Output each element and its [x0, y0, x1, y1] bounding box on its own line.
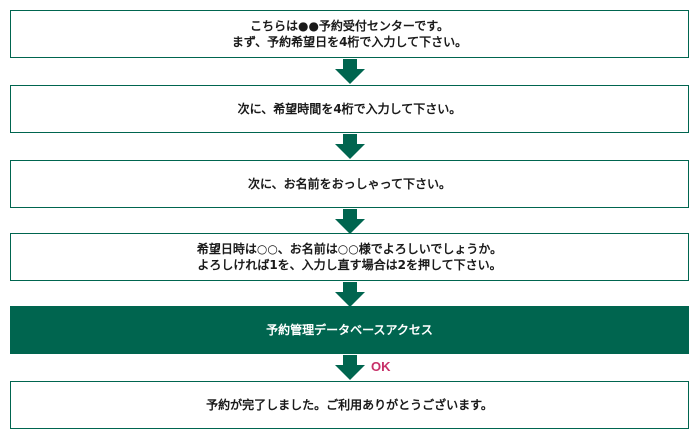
step-2-line-1: 次に、希望時間を4桁で入力して下さい。 [237, 102, 462, 116]
step-box-4: 希望日時は○○、お名前は○○様でよろしいでしょうか。 よろしければ1を、入力し直… [10, 233, 689, 281]
down-arrow-icon [335, 134, 365, 159]
step-4-line-2: よろしければ1を、入力し直す場合は2を押して下さい。 [197, 258, 502, 272]
down-arrow-icon [335, 355, 365, 380]
database-access-label: 予約管理データベースアクセス [266, 323, 433, 337]
step-box-2: 次に、希望時間を4桁で入力して下さい。 [10, 85, 689, 133]
step-box-3: 次に、お名前をおっしゃって下さい。 [10, 160, 689, 208]
step-1-line-1: こちらは●●予約受付センターです。 [249, 19, 450, 33]
step-box-1: こちらは●●予約受付センターです。 まず、予約希望日を4桁で入力して下さい。 [10, 10, 689, 58]
down-arrow-icon [335, 209, 365, 234]
step-3-line-1: 次に、お名前をおっしゃって下さい。 [247, 177, 452, 191]
database-access-box: 予約管理データベースアクセス [10, 306, 689, 354]
step-4-line-1: 希望日時は○○、お名前は○○様でよろしいでしょうか。 [196, 242, 503, 256]
down-arrow-icon [335, 59, 365, 84]
down-arrow-icon [335, 282, 365, 307]
ok-label: OK [371, 359, 391, 374]
step-1-line-2: まず、予約希望日を4桁で入力して下さい。 [231, 35, 468, 49]
step-box-completion: 予約が完了しました。ご利用ありがとうございます。 [10, 381, 689, 429]
completion-line-1: 予約が完了しました。ご利用ありがとうございます。 [206, 398, 493, 412]
